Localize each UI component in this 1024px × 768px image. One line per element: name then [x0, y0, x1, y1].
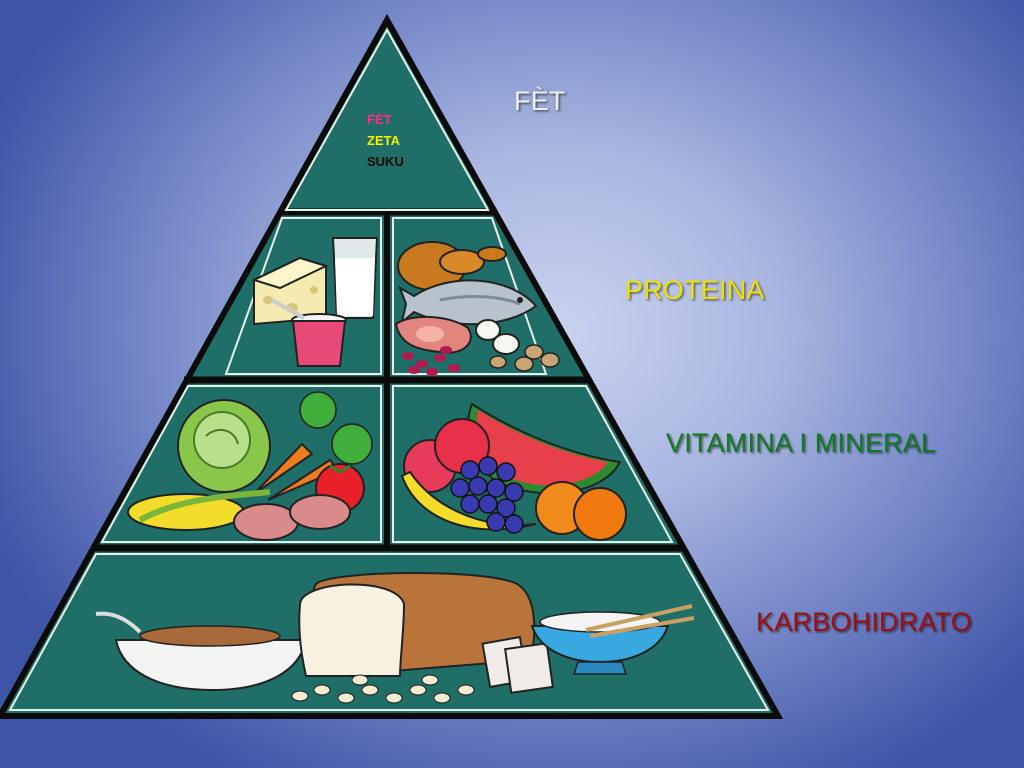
lettuce-icon: [177, 399, 271, 493]
panel-vegetables: [100, 385, 382, 543]
beans-icon: [402, 346, 460, 376]
eggs-icon: [475, 319, 520, 355]
apex-triangle: [284, 27, 490, 211]
crackers-icon: [481, 635, 554, 694]
tier-label-proteina: PROTEINA: [625, 275, 765, 305]
panel-meat: [392, 217, 548, 375]
tier-label-karbohidrato: KARBOHIDRATO: [756, 607, 972, 637]
apex-label-zeta: ZETA: [367, 133, 400, 148]
apple-icon: [403, 418, 490, 493]
pasta-icon: [291, 674, 475, 704]
rice-bowl-icon: [530, 604, 695, 675]
roast-chicken-icon: [397, 241, 507, 291]
panel-dairy: [224, 217, 382, 375]
potato-icon: [233, 494, 351, 541]
steak-icon: [394, 315, 472, 354]
apex-label-fet: FÈT: [367, 112, 392, 127]
bread-loaf-icon: [298, 572, 536, 678]
corn-icon: [127, 489, 271, 531]
cheese-icon: [251, 256, 329, 326]
orange-icon: [535, 481, 627, 541]
yogurt-cup-icon: [271, 298, 347, 367]
panel-fruits: [392, 385, 674, 543]
tier-label-vitamina: VITAMINA I MINERAL: [666, 428, 937, 458]
cereal-bowl-icon: [95, 611, 308, 692]
banana-icon: [400, 470, 537, 531]
milk-glass-icon: [331, 237, 379, 319]
nuts-icon: [489, 344, 560, 372]
panel-grains: [8, 553, 770, 711]
fish-icon: [398, 279, 538, 326]
apex-label-suku: SUKU: [367, 154, 404, 169]
grapes-icon: [450, 456, 524, 534]
tier-label-fet: FÈT: [514, 86, 566, 116]
